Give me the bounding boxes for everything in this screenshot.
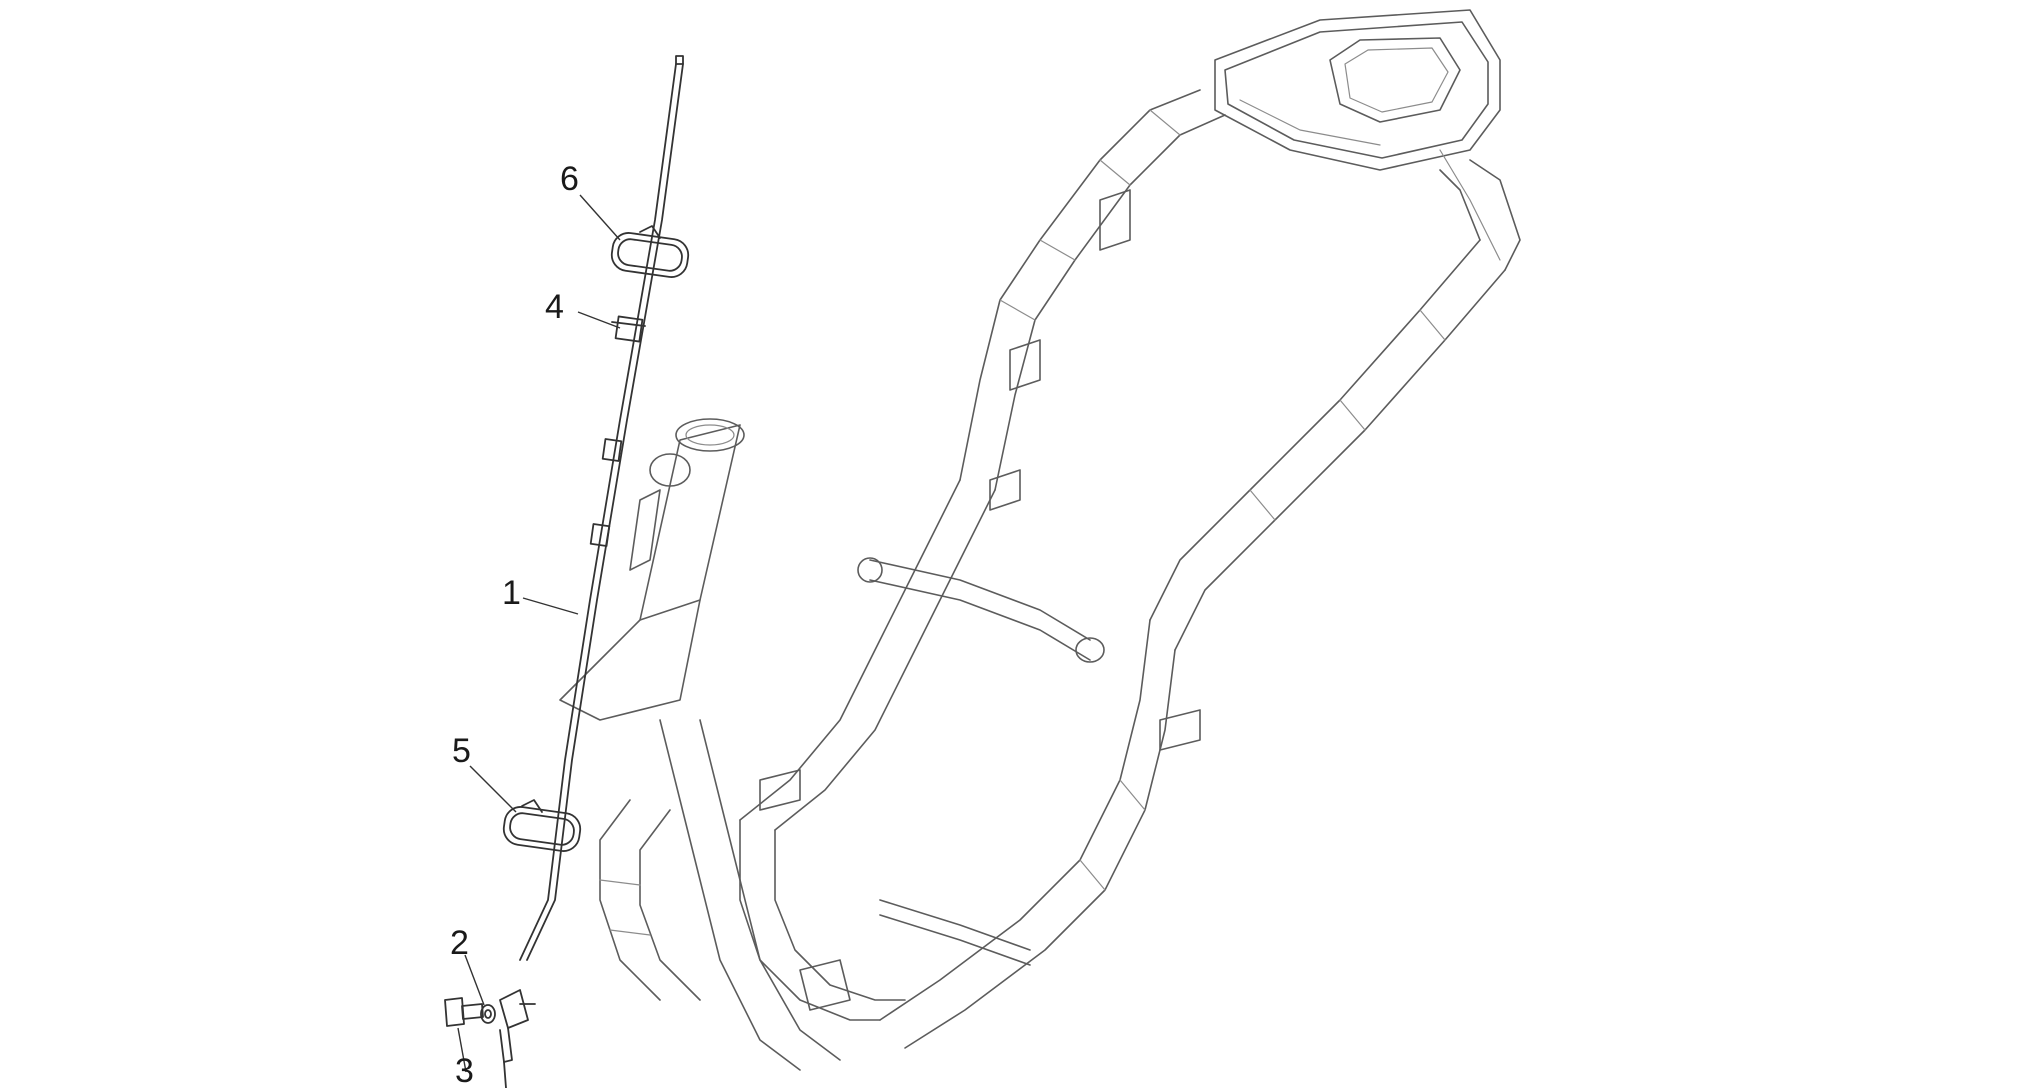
- leader-3: [457, 1027, 467, 1073]
- scooter-frame: [559, 9, 1521, 1071]
- cable-clip-small: [611, 315, 646, 343]
- callout-6: 6: [560, 160, 579, 198]
- callout-1: 1: [502, 574, 521, 612]
- leader-lines: [457, 194, 621, 1073]
- leader-1: [522, 597, 579, 615]
- screw: [444, 997, 484, 1027]
- leader-6: [579, 194, 621, 241]
- cable-end-fitting: [499, 989, 536, 1088]
- callout-3: 3: [455, 1052, 474, 1088]
- callout-labels: 1 2 3 4 5 6: [450, 160, 579, 1088]
- leader-2: [464, 954, 485, 1006]
- washer: [480, 1004, 496, 1024]
- leader-5: [469, 765, 517, 813]
- speedometer-cable: [519, 55, 684, 961]
- callout-5: 5: [452, 732, 471, 770]
- cable-guide-lower: [502, 799, 582, 852]
- cable-guide-upper: [610, 225, 690, 278]
- callout-4: 4: [545, 288, 564, 326]
- callout-2: 2: [450, 924, 469, 962]
- leader-4: [577, 311, 621, 329]
